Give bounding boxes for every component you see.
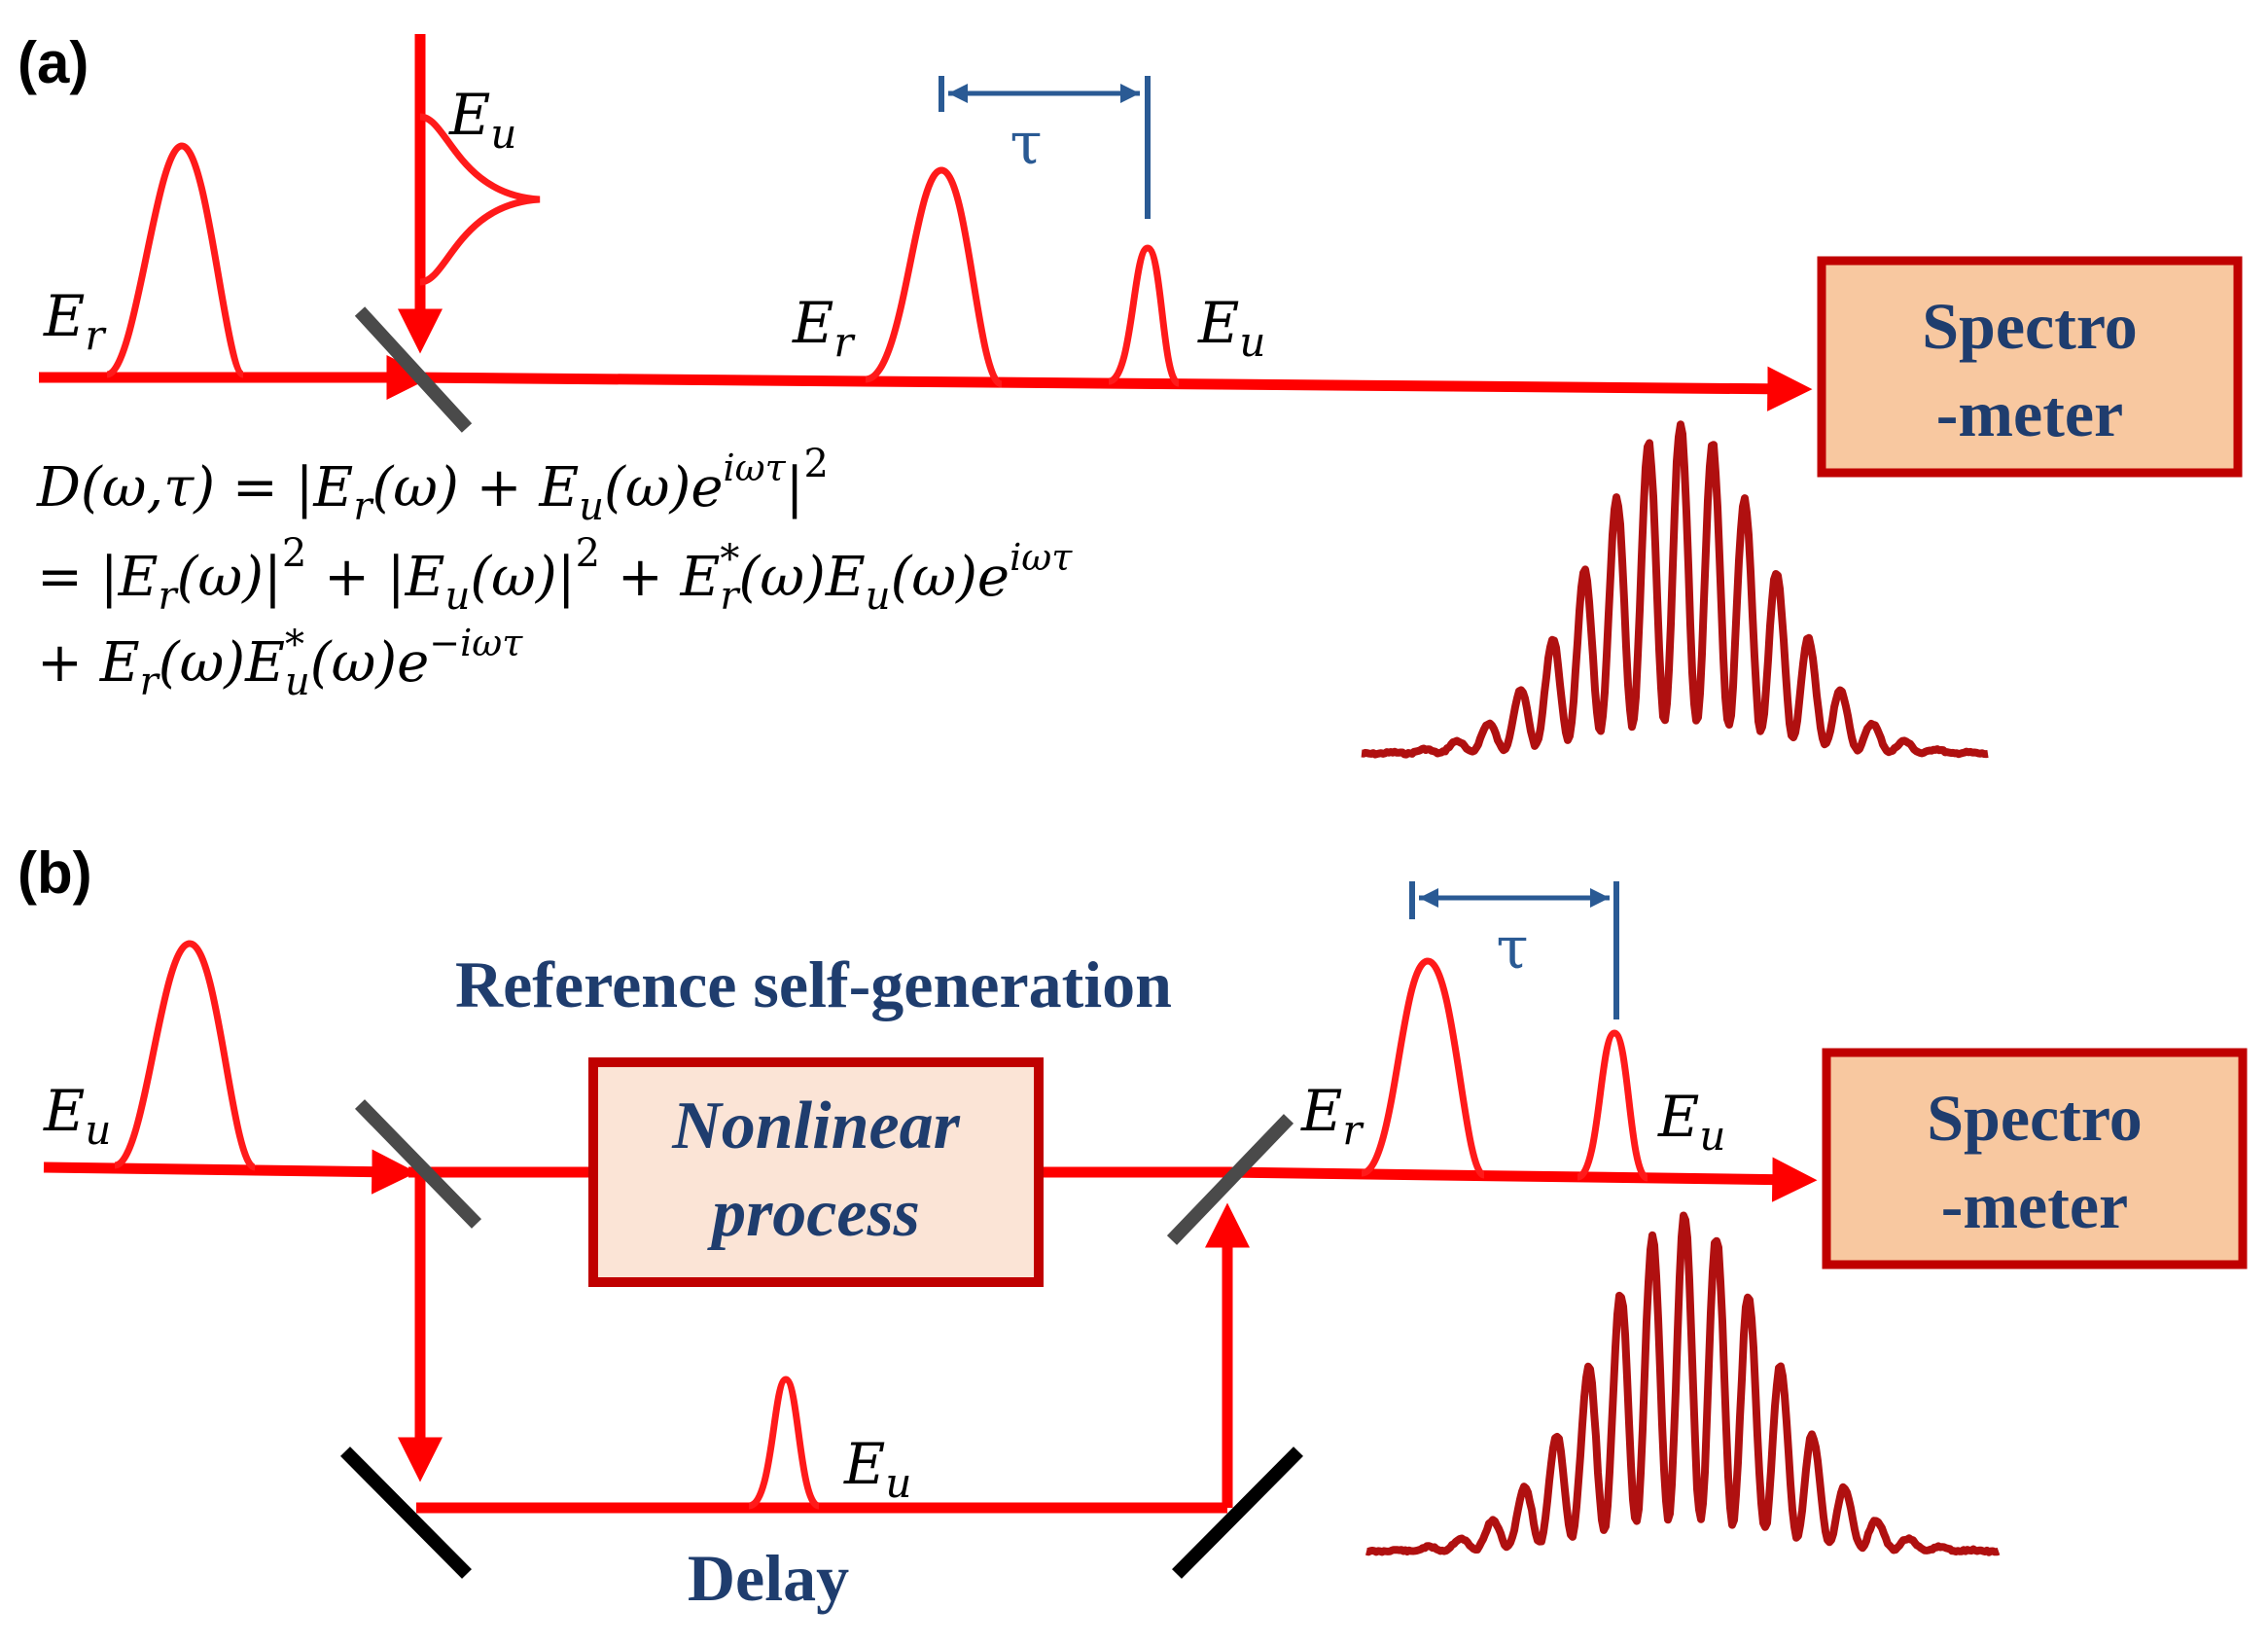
- panel-b-label-unknown-input: Eu: [43, 1078, 111, 1154]
- panel-a-beam-splitter: [354, 306, 473, 433]
- panel-b-label-ref: Er: [1300, 1078, 1364, 1154]
- panel-b-beam-splitter-2: [1166, 1114, 1294, 1245]
- panel-a-tau-arrowhead-left: [948, 84, 968, 103]
- panel-a-label-ref: Er: [792, 290, 856, 366]
- panel-b-ref-pulse: [1360, 957, 1486, 1179]
- panel-b-delay-label: Delay: [688, 1541, 849, 1615]
- panel-a-unknown-pulse-vertical: [419, 113, 541, 286]
- panel-b-tau-label: τ: [1496, 914, 1528, 983]
- panel-a-label-unknown: Eu: [1197, 290, 1265, 366]
- panel-b-tau-arrowhead-right: [1590, 888, 1610, 908]
- equation-line-2: = |Er(ω)|2 + |Eu(ω)|2 + E*r(ω)Eu(ω)eiωτ: [37, 531, 1073, 619]
- panel-b-spectrometer-line1: Spectro: [1927, 1081, 2143, 1155]
- panel-a-spectrometer-line2: -meter: [1936, 376, 2123, 450]
- panel-b-input-pulse: [113, 940, 257, 1171]
- panel-b-beam-splitter-1: [354, 1099, 482, 1229]
- panel-b-label: (b): [18, 840, 92, 906]
- panel-b-tau-arrowhead-left: [1419, 888, 1438, 908]
- panel-a-spectrometer-box: [1817, 256, 2243, 478]
- panel-b-reference-title: Reference self-generation: [455, 947, 1172, 1021]
- panel-a-label-ref-input: Er: [43, 283, 107, 359]
- panel-b-output-beam: [1226, 1157, 1818, 1202]
- panel-a-label-unknown-input: Eu: [448, 82, 516, 158]
- panel-b-mirror-2: [1172, 1447, 1303, 1579]
- panel-b-input-beam: [43, 1149, 417, 1195]
- nonlinear-box-line1: Nonlinear: [671, 1089, 960, 1163]
- panel-a-tau-label: τ: [1010, 110, 1042, 178]
- panel-a-main-beam: [408, 366, 1813, 411]
- equation-line-1: D(ω,τ) = |Er(ω) + Eu(ω)eiωτ|2: [36, 442, 829, 529]
- panel-b-mirror-1: [340, 1447, 472, 1579]
- panel-b-interference-spectrum: [1364, 1211, 2001, 1556]
- panel-a-input-ref-pulse: [105, 142, 246, 378]
- panel-a-unknown-pulse: [1107, 244, 1181, 387]
- panel-b-label-delay-pulse: Eu: [843, 1431, 911, 1507]
- panel-a-equation: D(ω,τ) = |Er(ω) + Eu(ω)eiωτ|2 = |Er(ω)|2…: [36, 442, 1073, 704]
- panel-b-label-unknown: Eu: [1657, 1084, 1725, 1160]
- panel-a-tau-arrowhead-right: [1120, 84, 1140, 103]
- panel-a-label: (a): [18, 30, 89, 95]
- equation-line-3: + Er(ω)E*u(ω)e−iωτ: [37, 622, 523, 704]
- nonlinear-box-line2: process: [707, 1176, 920, 1251]
- panel-b-spectrometer-line2: -meter: [1941, 1168, 2128, 1242]
- panel-b-unknown-pulse: [1576, 1029, 1649, 1182]
- panel-b-spectrometer-box: [1822, 1048, 2248, 1269]
- panel-b-delay-pulse: [747, 1376, 821, 1510]
- panel-a-spectrometer-line1: Spectro: [1922, 289, 2138, 363]
- nonlinear-process-box: [588, 1057, 1044, 1287]
- panel-a-interference-spectrum: [1360, 420, 1990, 759]
- panel-a-ref-pulse: [865, 166, 1004, 388]
